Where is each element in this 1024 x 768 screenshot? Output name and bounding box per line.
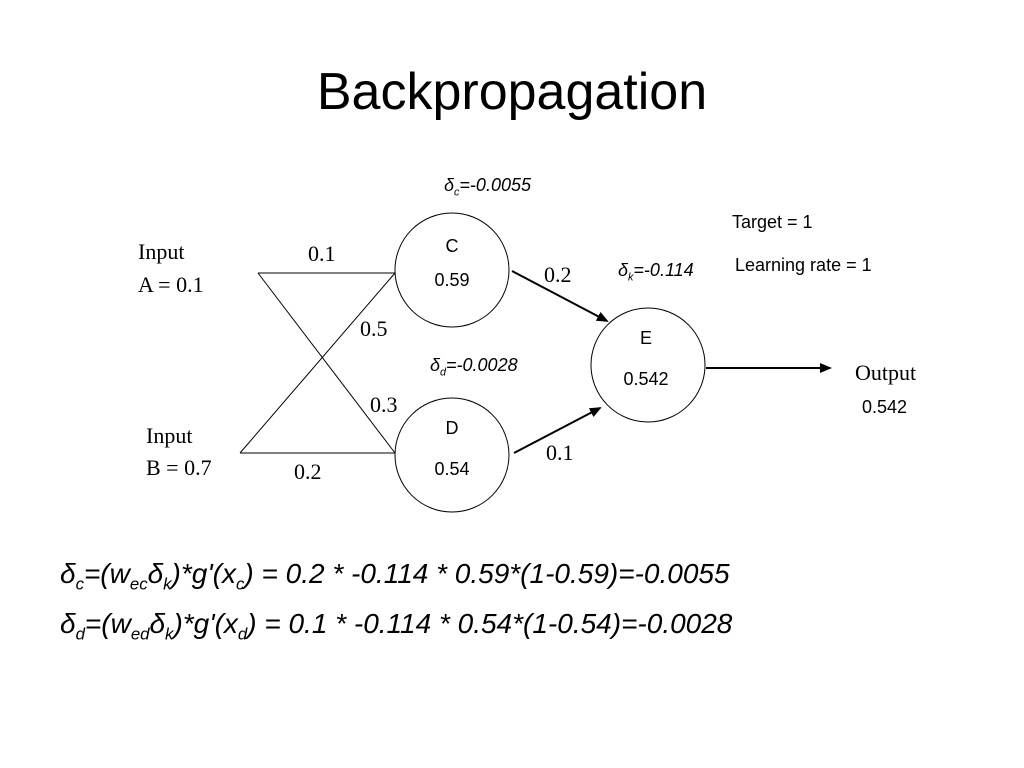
edge-a-d xyxy=(257,272,396,454)
weight-c-e: 0.2 xyxy=(544,262,572,287)
output-value: 0.542 xyxy=(862,397,908,417)
page-title: Backpropagation xyxy=(316,63,708,121)
node-e-value: 0.542 xyxy=(623,369,669,389)
input-a-value: A = 0.1 xyxy=(138,272,204,297)
learning-rate-label: Learning rate = 1 xyxy=(735,255,872,275)
node-c-value: 0.59 xyxy=(434,270,470,290)
delta-k: δk=-0.114 xyxy=(618,260,694,284)
edge-d-e xyxy=(513,407,602,454)
output-label: Output xyxy=(855,360,917,385)
weight-d-e: 0.1 xyxy=(546,440,574,465)
node-d-name: D xyxy=(445,418,459,438)
equation-delta-d: δd=(wedδk)*g'(xd) = 0.1 * -0.114 * 0.54*… xyxy=(60,608,733,644)
node-d-circle xyxy=(394,397,510,513)
edge-c-e xyxy=(511,270,609,322)
input-b-value: B = 0.7 xyxy=(146,455,212,480)
weight-b-d: 0.2 xyxy=(294,459,322,484)
weight-b-c: 0.5 xyxy=(360,316,388,341)
node-d-value: 0.54 xyxy=(434,459,470,479)
node-c-name: C xyxy=(445,236,459,256)
delta-d: δd=-0.0028 xyxy=(430,355,518,379)
node-c-circle xyxy=(394,212,510,328)
input-a-label: Input xyxy=(138,239,185,264)
node-e-circle xyxy=(590,307,706,423)
target-label: Target = 1 xyxy=(732,212,813,232)
weight-a-d: 0.3 xyxy=(370,392,398,417)
node-e-name: E xyxy=(639,328,652,348)
input-b-label: Input xyxy=(146,423,193,448)
delta-c: δc=-0.0055 xyxy=(444,175,531,199)
equation-delta-c: δc=(wecδk)*g'(xc) = 0.2 * -0.114 * 0.59*… xyxy=(60,558,730,594)
weight-a-c: 0.1 xyxy=(308,241,336,266)
edge-b-c xyxy=(239,272,396,454)
